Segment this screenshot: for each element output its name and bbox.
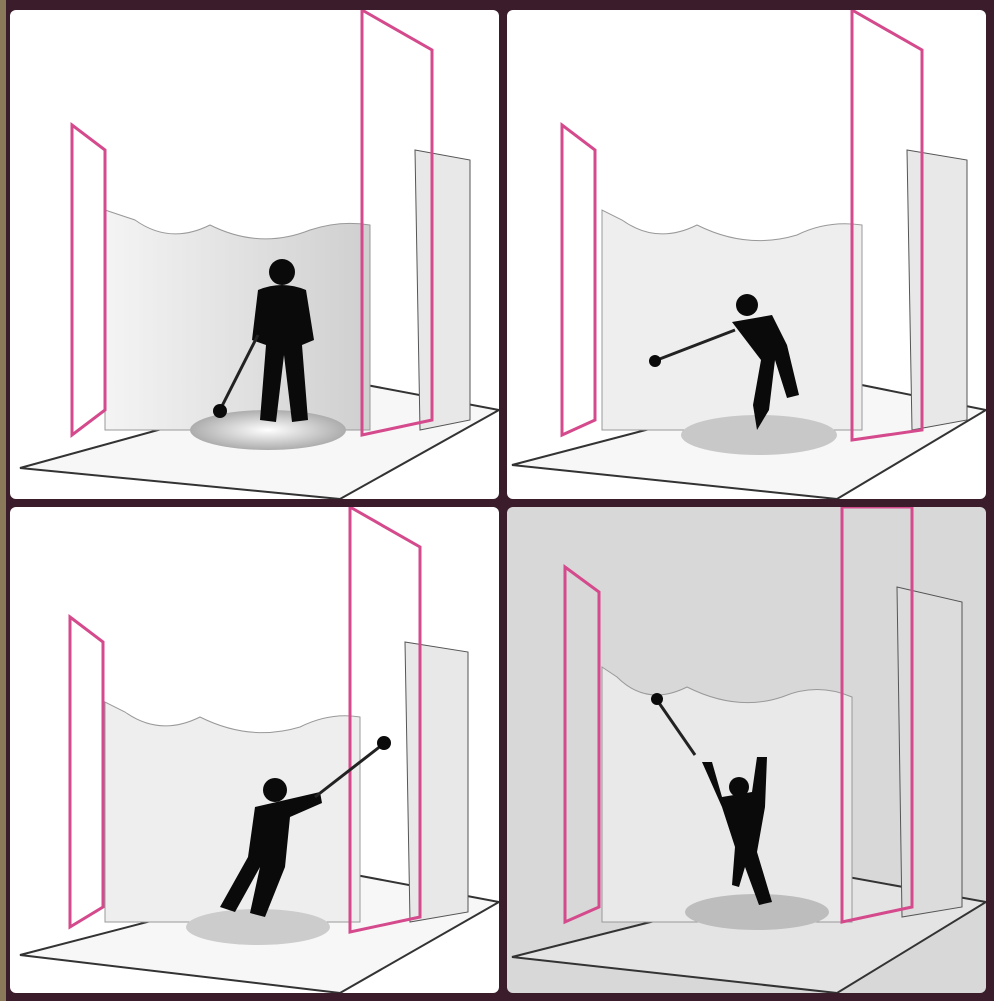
cage-scene-2: [507, 10, 986, 499]
hammer-ball: [213, 404, 227, 418]
panel-phase-3: [10, 507, 499, 993]
panel-phase-2: [507, 10, 986, 499]
hammer-ball: [651, 693, 663, 705]
cage-scene-1: [10, 10, 499, 499]
panel-phase-1: [10, 10, 499, 499]
hammer-ball: [649, 355, 661, 367]
net-right: [405, 642, 468, 922]
net-right: [907, 150, 967, 430]
hammer-ball: [377, 736, 391, 750]
net-right: [415, 150, 470, 430]
net-curtain: [105, 210, 370, 430]
panel-phase-4: [507, 507, 986, 993]
left-edge-strip: [0, 0, 6, 1001]
net-curtain: [602, 667, 852, 922]
net-curtain: [602, 210, 862, 430]
cage-scene-3: [10, 507, 499, 993]
net-right: [897, 587, 962, 917]
cage-scene-4: [507, 507, 986, 993]
